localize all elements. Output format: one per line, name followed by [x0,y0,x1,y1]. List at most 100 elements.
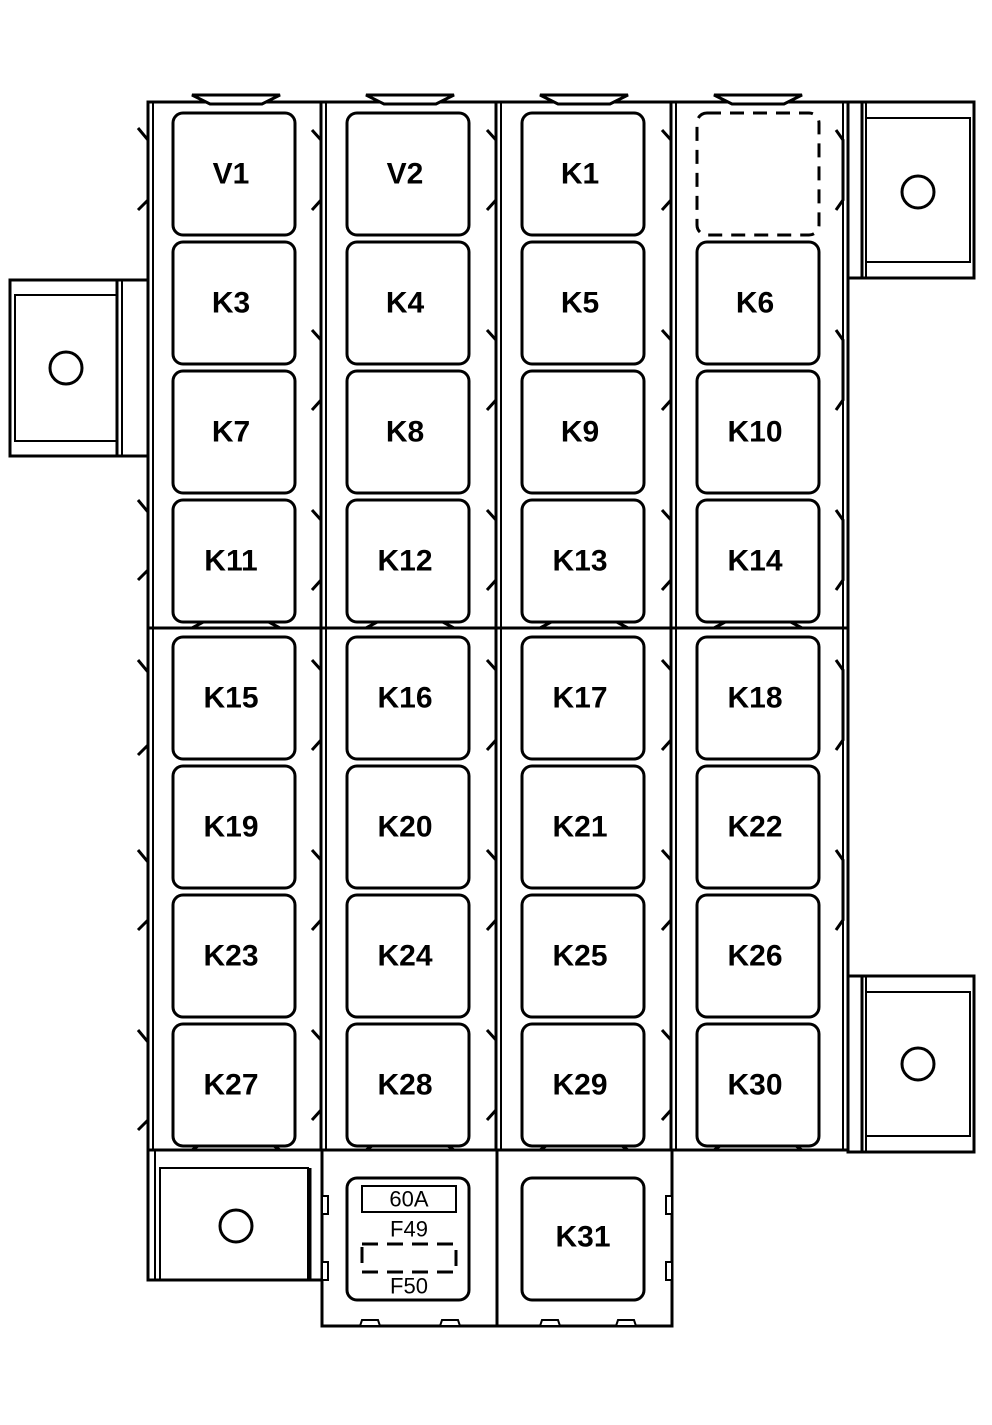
relay-label: K5 [561,287,599,320]
mount-bracket-bottom-right [846,974,976,1154]
relay-slot [345,893,471,1019]
side-latches [136,127,845,1132]
relay-slot [171,1022,297,1148]
column-dividers [152,102,844,1150]
relay-label: K18 [727,682,782,715]
mount-hole-icon [900,1046,936,1082]
relay-k14: K14 [695,498,821,624]
relay-k25: K25 [520,893,646,1019]
relay-k12: K12 [345,498,471,624]
relay-slot [520,498,646,624]
relay-k26: K26 [695,893,821,1019]
relay-slot [695,498,821,624]
relay-k17: K17 [520,635,646,761]
relay-label: K26 [727,940,782,973]
relay-slot [345,635,471,761]
fuse-block: 60A F49 F50 [345,1176,471,1302]
relay-k30: K30 [695,1022,821,1148]
relay-label: K25 [552,940,607,973]
relay-empty-slot [695,111,821,237]
relay-label: K30 [727,1069,782,1102]
relay-k24: K24 [345,893,471,1019]
relay-k31-label: K31 [555,1221,610,1254]
relay-v2: V2 [345,111,471,237]
relay-slot [171,111,297,237]
relay-k3: K3 [171,240,297,366]
relay-slot [695,635,821,761]
relay-slot [171,635,297,761]
fuse-f49-label: F49 [390,1217,428,1242]
relay-label: K20 [377,811,432,844]
relay-label: K16 [377,682,432,715]
relay-slot [695,893,821,1019]
relay-slot [345,1022,471,1148]
relay-k11: K11 [171,498,297,624]
relay-label: V1 [213,158,250,191]
relay-label: K6 [736,287,774,320]
relay-k16: K16 [345,635,471,761]
relay-slot [695,240,821,366]
relay-label: K8 [386,416,424,449]
relay-k6: K6 [695,240,821,366]
relay-slot [520,111,646,237]
relay-label: K3 [212,287,250,320]
relay-k21: K21 [520,764,646,890]
relay-k31: K31 [520,1176,646,1302]
relay-k15: K15 [171,635,297,761]
relay-k9: K9 [520,369,646,495]
relay-slot [695,1022,821,1148]
relay-slot [695,764,821,890]
relay-slot [171,240,297,366]
relay-k10: K10 [695,369,821,495]
relay-label: K4 [386,287,425,320]
relay-slot [520,764,646,890]
relay-k22: K22 [695,764,821,890]
mount-bracket-top-right [846,100,976,280]
relay-label: K29 [552,1069,607,1102]
relay-slot [345,498,471,624]
fuse-rating-label: 60A [389,1187,428,1212]
relay-k4: K4 [345,240,471,366]
relay-label: K14 [727,545,782,578]
relay-slot [345,764,471,890]
relay-slot [520,635,646,761]
mount-hole-icon [218,1208,254,1244]
relay-k5: K5 [520,240,646,366]
relay-label: K17 [552,682,607,715]
relay-slot [520,893,646,1019]
relay-label: K21 [552,811,607,844]
mount-bracket-left [8,278,150,458]
fuse-f50-label: F50 [390,1274,428,1299]
relay-label: K11 [204,545,257,578]
relay-label: K7 [212,416,250,449]
relay-slot [520,1022,646,1148]
relay-k20: K20 [345,764,471,890]
relay-label: K10 [727,416,782,449]
relay-slot [171,764,297,890]
empty-relay-slot [695,111,821,237]
relay-slot [520,240,646,366]
relay-slot [695,369,821,495]
mount-bracket-bottom-left [146,1148,324,1282]
relay-label: K22 [727,811,782,844]
mount-hole-icon [48,350,84,386]
relay-v1: V1 [171,111,297,237]
relay-label: K9 [561,416,599,449]
relay-k29: K29 [520,1022,646,1148]
top-tabs [191,93,803,106]
relay-k1: K1 [520,111,646,237]
relay-label: K19 [203,811,258,844]
relay-slot [345,240,471,366]
relay-label: K1 [561,158,599,191]
relay-k8: K8 [345,369,471,495]
relay-k27: K27 [171,1022,297,1148]
relay-slot [345,369,471,495]
relay-slot [520,369,646,495]
relay-k13: K13 [520,498,646,624]
relay-k19: K19 [171,764,297,890]
relay-k23: K23 [171,893,297,1019]
relay-k18: K18 [695,635,821,761]
relay-label: K13 [552,545,607,578]
